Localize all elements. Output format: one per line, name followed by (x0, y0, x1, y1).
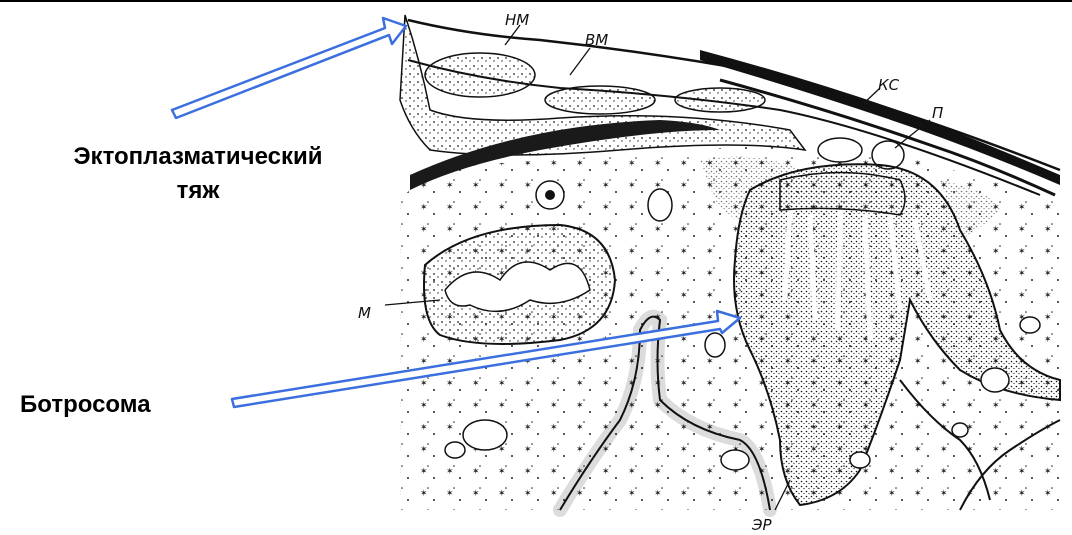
vacuole (445, 442, 465, 458)
vacuole (1020, 317, 1040, 333)
vacuole-inner (545, 190, 555, 200)
upper-cell-3 (675, 88, 765, 112)
vacuole (721, 450, 749, 470)
label-m: М (358, 304, 371, 322)
label-p: П (932, 104, 943, 122)
botrosome-label: Ботросома (20, 388, 151, 422)
vacuole (705, 333, 725, 357)
label-nm: НМ (505, 11, 529, 29)
botrosome-dense-cap (780, 173, 905, 216)
label-er: ЭР (751, 516, 772, 534)
vesicle-ks (818, 138, 862, 162)
vacuole (981, 368, 1009, 392)
leader-vm (570, 48, 590, 75)
upper-cell-2 (545, 86, 655, 114)
label-ks: КС (878, 76, 900, 94)
ectoplasmic-label-line1: Эктоплазматический (8, 140, 388, 174)
vacuole (850, 452, 870, 468)
ectoplasmic-cord-label: Эктоплазматический тяж (8, 140, 388, 208)
vacuole (648, 189, 672, 221)
vacuole (463, 420, 507, 450)
arrow-ectoplasmic (172, 18, 406, 118)
label-vm: ВМ (585, 31, 608, 49)
upper-cell-1 (425, 53, 535, 97)
ectoplasmic-label-line2: тяж (8, 174, 388, 208)
vacuole (952, 423, 968, 437)
